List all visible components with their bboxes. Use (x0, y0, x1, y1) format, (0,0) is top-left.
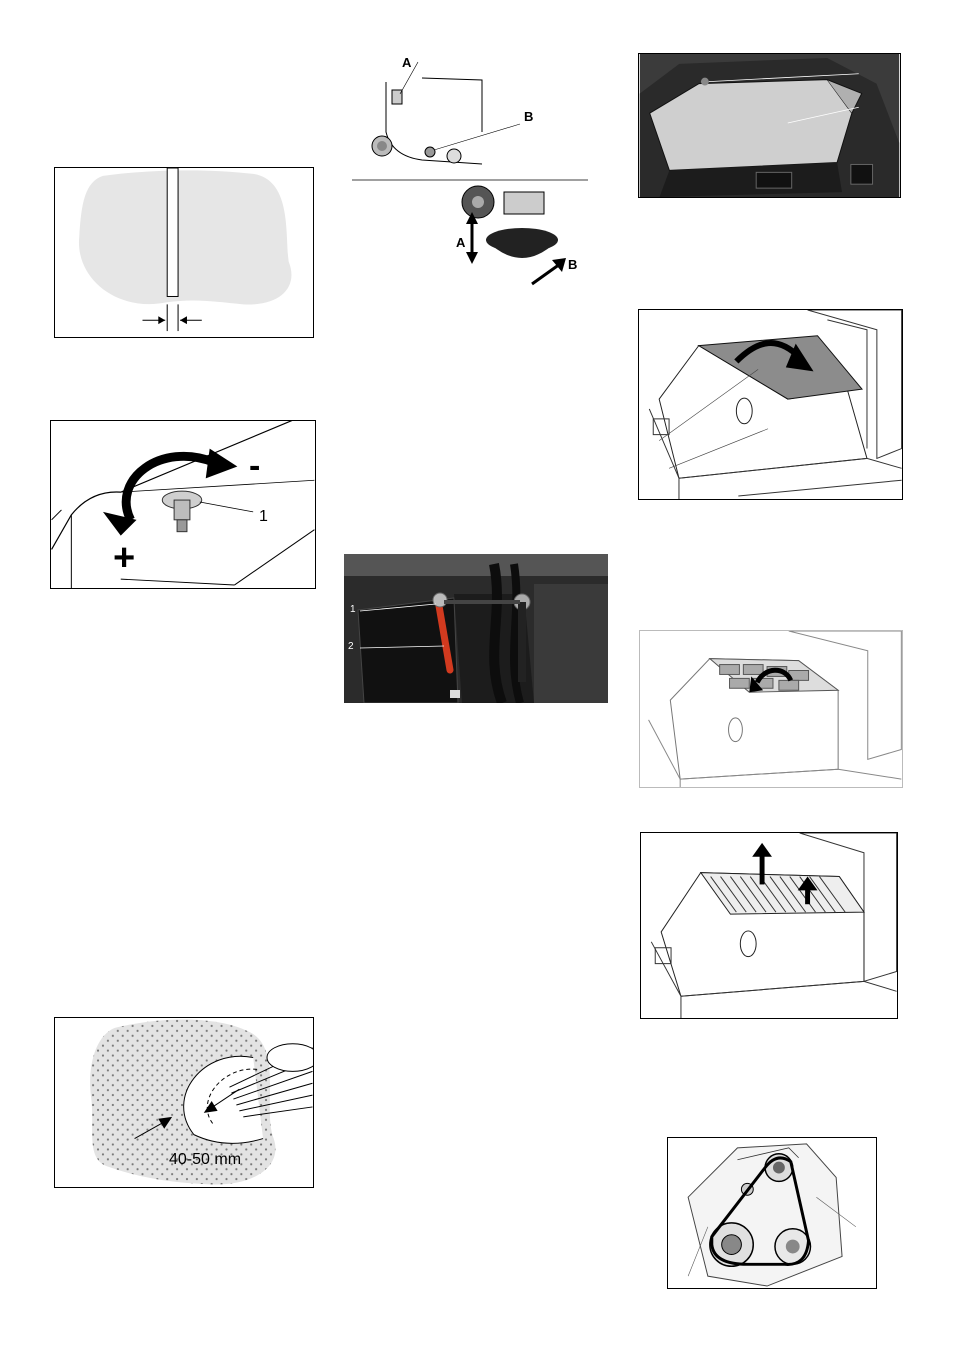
belt-drive-illustration (668, 1138, 876, 1288)
gap-diagram-illustration (55, 168, 313, 337)
figure-lever-photo: 1 2 (344, 554, 608, 703)
hood-open-illustration (639, 310, 902, 499)
figure-hood-top (638, 53, 901, 198)
label-a-top: A (402, 56, 411, 69)
label-b-arrow: B (568, 258, 577, 271)
plus-symbol: + (113, 539, 135, 577)
callout-1: 1 (259, 509, 268, 525)
filter-lift-illustration (641, 833, 897, 1018)
figure-belt-drive (667, 1137, 877, 1289)
knob-illustration (51, 421, 315, 588)
figure-hood-open (638, 309, 903, 500)
figure-brush-contact: 40-50 mm (54, 1017, 314, 1188)
figure-gap-diagram (54, 167, 314, 338)
callout-2: 2 (348, 642, 354, 652)
label-a-arrow: A (456, 236, 465, 249)
figure-knob-adjust: - + 1 (50, 420, 316, 589)
figure-filter-rotate (639, 630, 903, 788)
hood-top-image (639, 54, 900, 197)
callout-1: 1 (350, 605, 356, 615)
measurement-label: 40-50 mm (169, 1152, 241, 1168)
label-b-top: B (524, 110, 533, 123)
figure-brush-arm: A B A B (352, 52, 598, 292)
lever-photo-image (344, 554, 608, 703)
brush-arm-illustration (352, 52, 598, 292)
filter-rotate-illustration (640, 631, 902, 787)
figure-filter-lift (640, 832, 898, 1019)
minus-symbol: - (249, 449, 260, 483)
